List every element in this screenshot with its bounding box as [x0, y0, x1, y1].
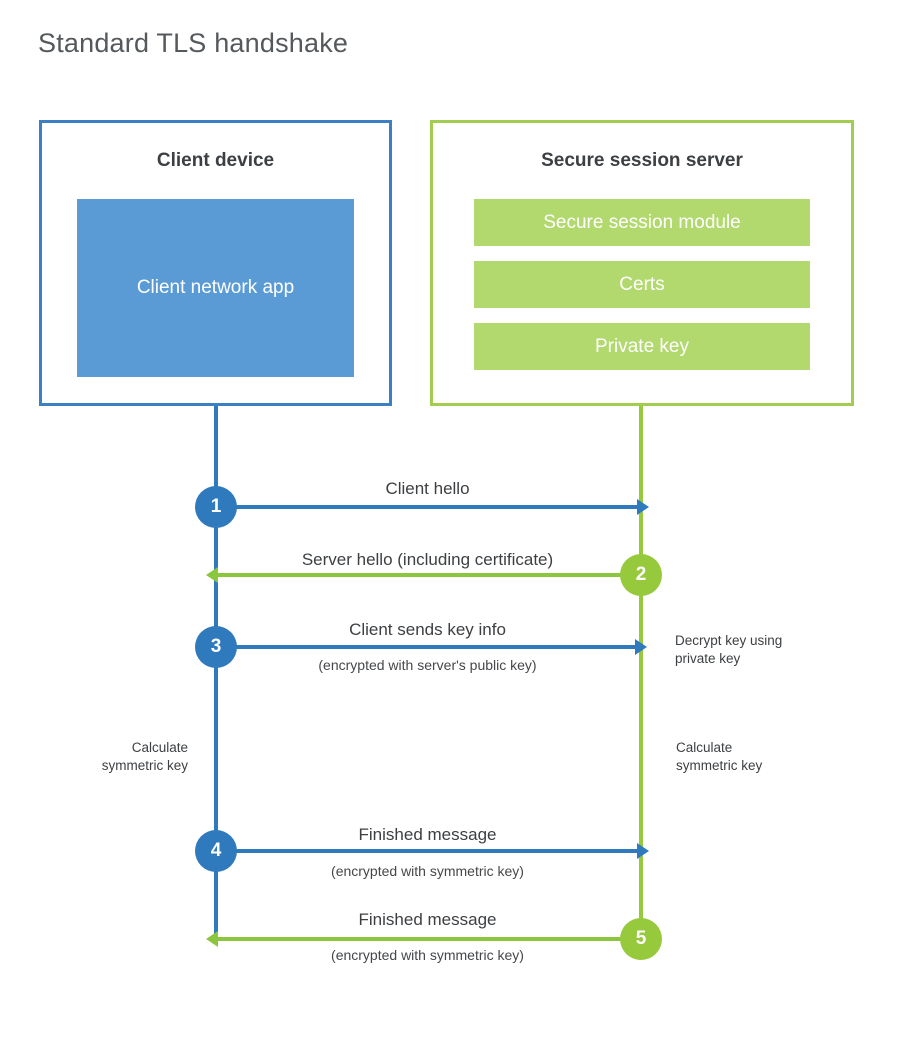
- label-step-2-primary: Server hello (including certificate): [301, 550, 554, 569]
- annotation-server-calculate-symmetric-key: Calculate symmetric key: [676, 740, 763, 774]
- annotation-client-calculate-symmetric-key: Calculate symmetric key: [101, 740, 188, 774]
- arrow-step-4: [216, 843, 649, 859]
- arrowhead-left-icon: [206, 931, 218, 947]
- server-module-certs: Certs: [474, 261, 810, 308]
- label-step-4-primary: Finished message: [358, 825, 497, 844]
- arrowhead-right-icon: [637, 499, 649, 515]
- label-step-1-primary: Client hello: [385, 479, 470, 498]
- client-device-title: Client device: [156, 150, 275, 171]
- server-module-list: Secure session module Certs Private key: [474, 199, 810, 370]
- arrow-step-2: [206, 567, 641, 583]
- step-marker-1: 1: [195, 486, 237, 528]
- label-step-5-primary: Finished message: [358, 910, 497, 929]
- step-marker-2: 2: [620, 554, 662, 596]
- label-step-4-secondary: (encrypted with symmetric key): [331, 863, 524, 879]
- arrow-step-3: [216, 639, 647, 655]
- arrowhead-left-icon: [206, 567, 218, 583]
- label-step-3-secondary: (encrypted with server's public key): [318, 657, 537, 673]
- label-step-3-primary: Client sends key info: [349, 620, 506, 639]
- label-step-5-secondary: (encrypted with symmetric key): [331, 947, 524, 963]
- server-module-private-key: Private key: [474, 323, 810, 370]
- step-marker-4: 4: [195, 830, 237, 872]
- server-module-secure-session-module: Secure session module: [474, 199, 810, 246]
- annotation-server-decrypt: Decrypt key using private key: [675, 633, 783, 667]
- step-marker-3: 3: [195, 626, 237, 668]
- step-marker-5: 5: [620, 918, 662, 960]
- arrow-step-1: [216, 499, 649, 515]
- arrow-step-5: [206, 931, 641, 947]
- secure-session-server-title: Secure session server: [541, 150, 743, 171]
- secure-session-server-box: Secure session server Secure session mod…: [430, 120, 854, 406]
- client-device-box: Client device Client network app: [39, 120, 392, 406]
- arrowhead-right-icon: [637, 843, 649, 859]
- server-lifeline: [639, 406, 643, 940]
- client-lifeline: [214, 406, 218, 942]
- arrowhead-right-icon: [635, 639, 647, 655]
- client-network-app-block: Client network app: [77, 199, 354, 377]
- page-title: Standard TLS handshake: [38, 28, 349, 58]
